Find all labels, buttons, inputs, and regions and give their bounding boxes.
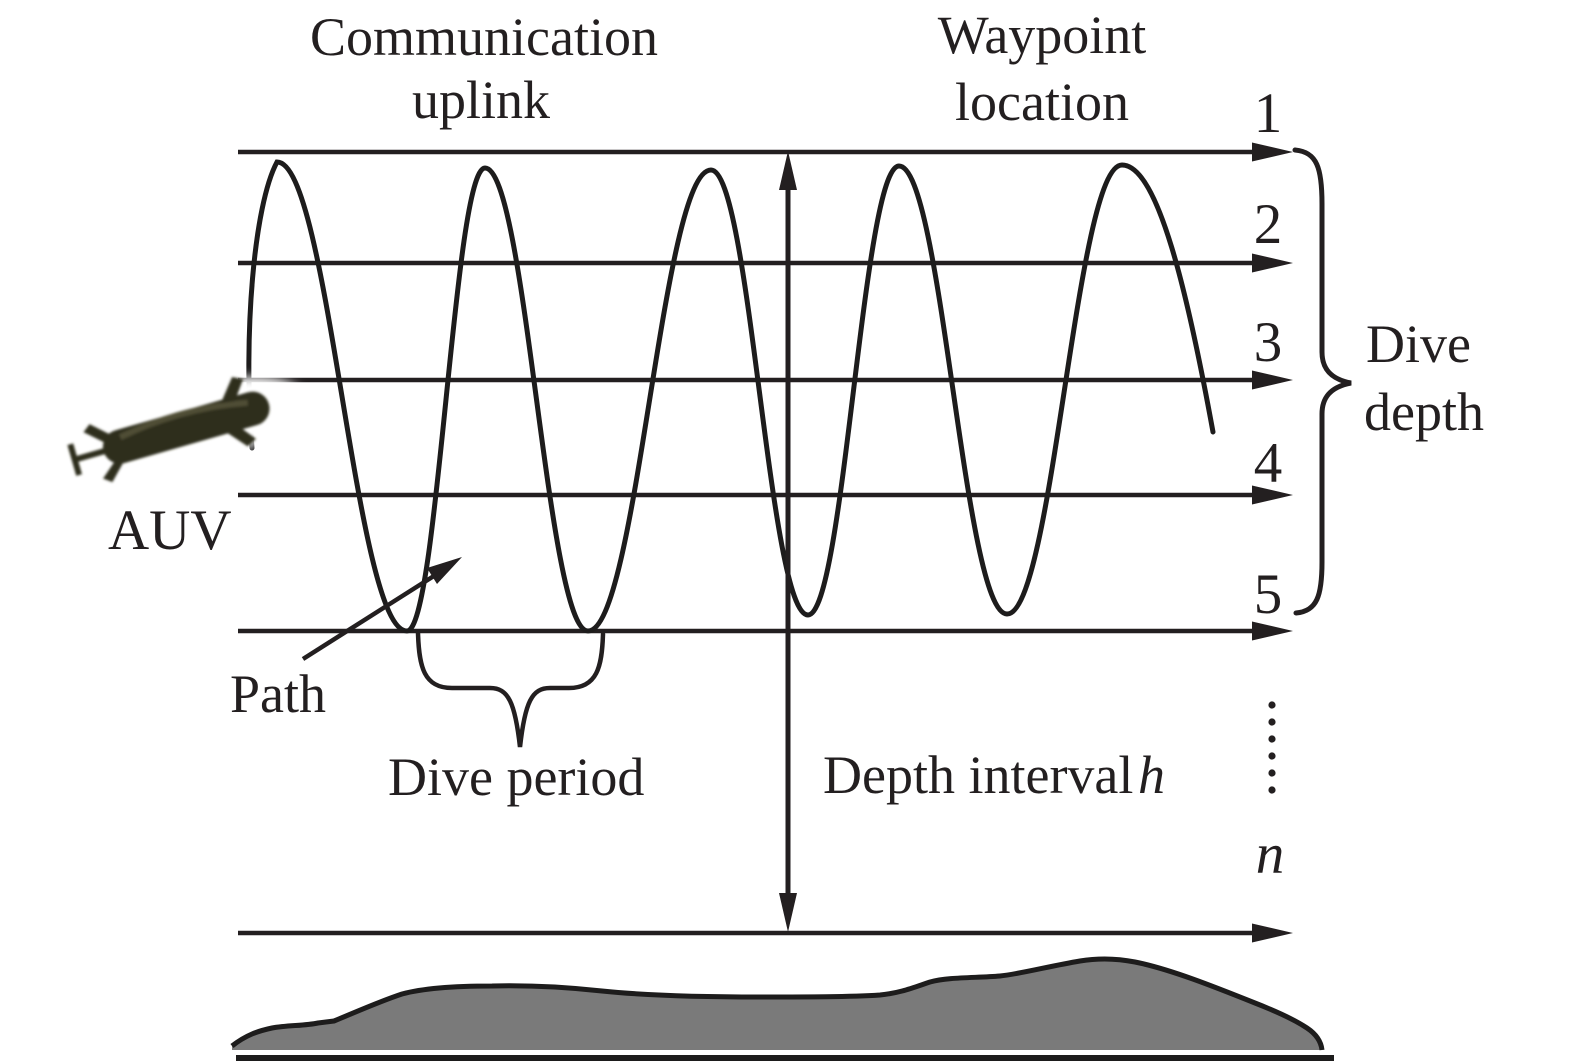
depth-line-1-arrowhead: [1252, 142, 1293, 162]
depth-interval-arrow: [779, 151, 797, 932]
bottom-depth-line-arrowhead: [1252, 923, 1293, 943]
depth-label-1: 1: [1254, 82, 1283, 145]
waypoint-location-label-line2: location: [955, 72, 1129, 132]
dive-period-label: Dive period: [388, 747, 644, 807]
seafloor-top-edge: [230, 956, 1325, 1051]
auv-tail-boom: [73, 447, 109, 463]
communication-uplink-label-line2: uplink: [412, 70, 550, 130]
auv-front-bottom-fin: [224, 425, 257, 447]
depth-interval-variable-label: h: [1138, 745, 1165, 805]
auv-label: AUV: [108, 499, 232, 562]
depth-index-labels: 1 2 3 4 5 n: [1254, 82, 1285, 886]
depth-label-5: 5: [1254, 563, 1283, 626]
auv-tail-bottom-fin: [103, 452, 127, 483]
auv-hull: [102, 391, 270, 464]
depth-lines: [238, 142, 1293, 943]
final-depth-label: n: [1256, 823, 1285, 886]
path-arrowhead: [427, 557, 462, 584]
depth-line-3: [238, 370, 1293, 390]
dive-depth-label-line1: Dive: [1366, 314, 1471, 374]
depth-line-3-arrowhead: [1252, 370, 1293, 390]
seafloor: [230, 956, 1334, 1061]
depth-label-3: 3: [1254, 311, 1283, 374]
depth-line-4-arrowhead: [1252, 485, 1293, 505]
bottom-depth-line: [238, 923, 1293, 943]
dive-period-brace: [415, 630, 606, 748]
depth-line-1: [238, 142, 1293, 162]
auv-dive-path-wave: [246, 159, 1216, 634]
communication-uplink-label-line1: Communication: [310, 7, 658, 67]
dive-depth-brace: [1292, 147, 1352, 616]
depth-interval-label: Depth interval: [823, 745, 1133, 805]
depth-line-5-arrowhead: [1252, 621, 1293, 641]
path-arrow: [301, 557, 462, 661]
depth-label-4: 4: [1254, 432, 1283, 495]
depth-interval-arrowhead-down: [779, 893, 797, 932]
depth-line-2: [238, 253, 1293, 273]
auv-tail-top-fin: [83, 424, 119, 446]
auv-tail-plate: [67, 443, 83, 476]
vertical-ellipsis: [1268, 701, 1276, 794]
depth-line-4: [238, 485, 1293, 505]
auv-icon: [67, 376, 303, 483]
text-labels: Communication uplink Waypoint location A…: [108, 5, 1484, 807]
depth-line-2-arrowhead: [1252, 253, 1293, 273]
path-label: Path: [230, 664, 326, 724]
waypoint-location-label-line1: Waypoint: [938, 5, 1147, 65]
depth-interval-arrowhead-up: [779, 151, 797, 190]
seafloor-fill: [232, 958, 1322, 1050]
dive-depth-label-line2: depth: [1364, 382, 1484, 442]
auv-hull-sheen: [118, 399, 248, 440]
auv-front-top-fin: [220, 377, 244, 404]
depth-label-2: 2: [1254, 193, 1283, 256]
